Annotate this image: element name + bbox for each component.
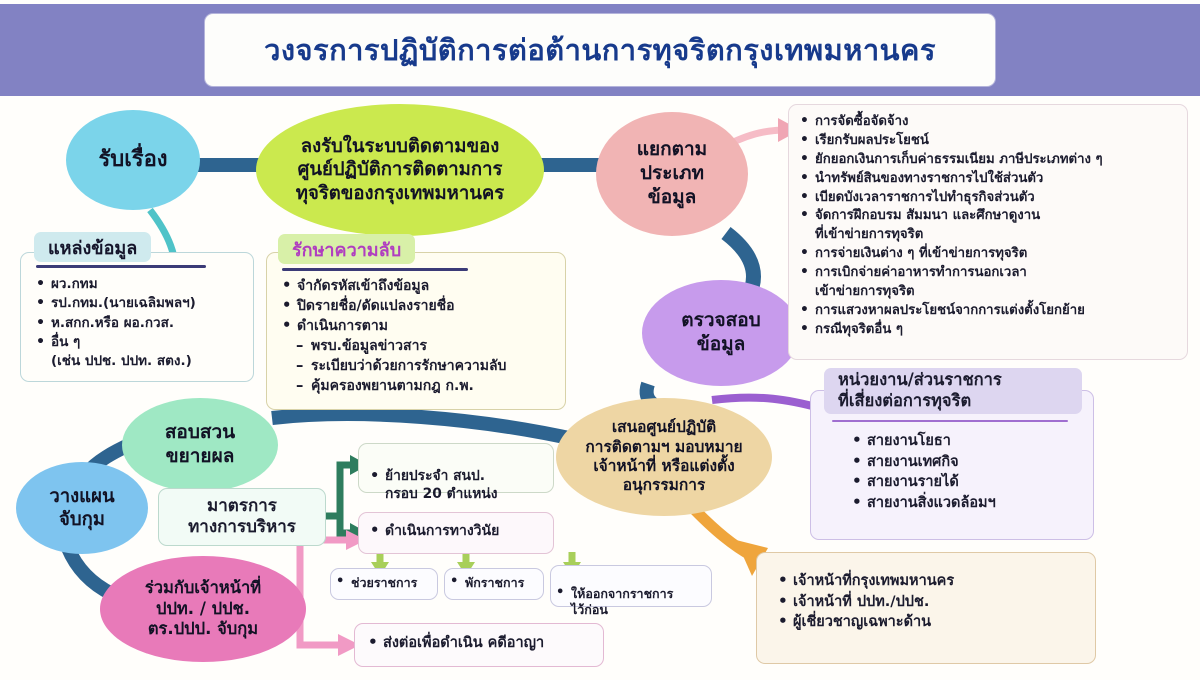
list-item: เจ้าหน้าที่ ปปท./ปปช.: [778, 592, 1088, 612]
node-assign-label: เสนอศูนย์ปฏิบัติ การติดตามฯ มอบหมาย เจ้า…: [585, 418, 743, 495]
list-item: สายงานโยธา: [852, 431, 1092, 451]
node-verify-label: ตรวจสอบ ข้อมูล: [681, 309, 761, 355]
list-item: การจัดซื้อจัดจ้าง: [800, 113, 1188, 131]
list-item: สายงานรายได้: [852, 472, 1092, 492]
box-admin-measures[interactable]: มาตรการ ทางการบริหาร: [158, 488, 326, 546]
card-corruption-types-list: การจัดซื้อจัดจ้าง เรียกรับผลประโยชน์ ยัก…: [800, 113, 1188, 341]
node-receive-label: รับเรื่อง: [98, 147, 168, 173]
card-risk-units-header: หน่วยงาน/ส่วนราชการ ที่เสี่ยงต่อการทุจริ…: [824, 368, 1082, 414]
box-criminal-case-list: ส่งต่อเพื่อดำเนิน คดีอาญา: [368, 633, 602, 655]
list-item: ให้ออกจากราชการ ไว้ก่อน: [556, 585, 712, 618]
node-verify[interactable]: ตรวจสอบ ข้อมูล: [642, 280, 800, 386]
node-plan-arrest[interactable]: วางแผน จับกุม: [16, 462, 148, 554]
list-item: เบียดบังเวลาราชการไปทำธุรกิจส่วนตัว: [800, 189, 1188, 207]
connector-plan-joint: [61, 545, 116, 601]
list-item: ดำเนินการตาม: [282, 317, 564, 336]
list-item: ผู้เชี่ยวชาญเฉพาะด้าน: [778, 612, 1088, 632]
list-item: อื่น ๆ: [36, 333, 244, 351]
list-item-continuation: ที่เข้าข่ายการทุจริต: [815, 227, 924, 243]
list-item: การแสวงหาผลประโยชน์จากการแต่งตั้งโยกย้าย: [800, 302, 1188, 320]
list-item: ยักยอกเงินการเก็บค่าธรรมเนียม ภาษีประเภท…: [800, 151, 1188, 169]
list-item: พรบ.ข้อมูลข่าวสาร: [282, 337, 564, 356]
list-item: ระเบียบว่าด้วยการรักษาความลับ: [282, 357, 564, 376]
node-joint-arrest-label: ร่วมกับเจ้าหน้าที่ ปปท. / ปปช. ตร.ปปป. จ…: [144, 578, 262, 639]
node-plan-arrest-label: วางแผน จับกุม: [49, 485, 115, 530]
card-risk-units-rule: [832, 420, 1068, 422]
node-assign[interactable]: เสนอศูนย์ปฏิบัติ การติดตามฯ มอบหมาย เจ้า…: [556, 398, 772, 516]
page-title: วงจรการปฏิบัติการต่อต้านการทุจริตกรุงเทพ…: [205, 14, 995, 86]
list-item: คุ้มครองพยานตามกฎ ก.พ.: [282, 377, 564, 396]
list-item: กรณีทุจริตอื่น ๆ: [800, 321, 1188, 339]
card-officers-list: เจ้าหน้าที่กรุงเทพมหานคร เจ้าหน้าที่ ปปท…: [778, 571, 1088, 634]
list-item: เรียกรับผลประโยชน์: [800, 132, 1188, 150]
card-confidential-header: รักษาความลับ: [278, 234, 416, 264]
list-item: การจ่ายเงินต่าง ๆ ที่เข้าข่ายการทุจริต: [800, 245, 1188, 263]
list-item: การเบิกจ่ายค่าอาหารทำการนอกเวลา: [800, 264, 1188, 282]
card-sources-list: ผว.กทม รป.กทม.(นายเฉลิมพลฯ) ห.สกก.หรือ ผ…: [36, 275, 244, 372]
card-sources-rule: [36, 265, 206, 268]
list-item: เจ้าหน้าที่กรุงเทพมหานคร: [778, 571, 1088, 591]
box-subaction-1-list: ช่วยราชการ: [336, 574, 440, 593]
card-sources-header: แหล่งข้อมูล: [34, 232, 152, 262]
box-transfer-list: ย้ายประจำ สนป. กรอบ 20 ตำแหน่ง: [370, 450, 552, 523]
card-confidential-rule: [282, 268, 468, 271]
list-item: สายงานเทศกิจ: [852, 452, 1092, 472]
list-item: ส่งต่อเพื่อดำเนิน คดีอาญา: [368, 633, 602, 653]
list-item: ดำเนินการทางวินัย: [370, 522, 552, 541]
card-risk-units-title: หน่วยงาน/ส่วนราชการ ที่เสี่ยงต่อการทุจริ…: [838, 370, 1002, 410]
list-item: สายงานสิ่งแวดล้อมฯ: [852, 493, 1092, 513]
card-sources-title: แหล่งข้อมูล: [48, 237, 138, 259]
card-confidential-list: จำกัดรหัสเข้าถึงข้อมูล ปิดรายชื่อ/ดัดแปล…: [282, 277, 564, 397]
card-confidential-title: รักษาความลับ: [292, 239, 402, 261]
list-item: จำกัดรหัสเข้าถึงข้อมูล: [282, 277, 564, 296]
node-register[interactable]: ลงรับในระบบติดตามของ ศูนย์ปฏิบัติการติดต…: [256, 104, 544, 236]
list-item: ผว.กทม: [36, 275, 244, 293]
box-subaction-2-list: พักราชการ: [450, 574, 546, 593]
card-sources-note: (เช่น ปปช. ปปท. สตง.): [51, 353, 192, 370]
node-joint-arrest[interactable]: ร่วมกับเจ้าหน้าที่ ปปท. / ปปช. ตร.ปปป. จ…: [100, 556, 306, 662]
box-admin-measures-label: มาตรการ ทางการบริหาร: [188, 495, 296, 537]
list-item-continuation: เข้าข่ายการทุจริต: [815, 284, 915, 300]
list-item: ห.สกก.หรือ ผอ.กวส.: [36, 314, 244, 332]
list-item: รป.กทม.(นายเฉลิมพลฯ): [36, 294, 244, 312]
node-investigate-label: สอบสวน ขยายผล: [164, 421, 236, 467]
list-item: ปิดรายชื่อ/ดัดแปลงรายชื่อ: [282, 297, 564, 316]
node-classify[interactable]: แยกตาม ประเภท ข้อมูล: [596, 112, 748, 236]
list-item: นำทรัพย์สินของทางราชการไปใช้ส่วนตัว: [800, 170, 1188, 188]
node-classify-label: แยกตาม ประเภท ข้อมูล: [636, 138, 708, 208]
node-register-label: ลงรับในระบบติดตามของ ศูนย์ปฏิบัติการติดต…: [295, 136, 505, 204]
list-item: ย้ายประจำ สนป. กรอบ 20 ตำแหน่ง: [370, 467, 552, 503]
node-receive[interactable]: รับเรื่อง: [66, 110, 200, 210]
list-item: ช่วยราชการ: [336, 574, 440, 591]
node-investigate[interactable]: สอบสวน ขยายผล: [122, 398, 278, 492]
page-title-text: วงจรการปฏิบัติการต่อต้านการทุจริตกรุงเทพ…: [264, 33, 936, 67]
connector-assign-investigate: [271, 407, 580, 447]
card-risk-units-list: สายงานโยธา สายงานเทศกิจ สายงานรายได้ สาย…: [852, 431, 1092, 514]
box-discipline-list: ดำเนินการทางวินัย: [370, 522, 552, 543]
list-item: พักราชการ: [450, 574, 546, 591]
list-item: จัดการฝึกอบรม สัมมนา และศึกษาดูงาน: [800, 207, 1188, 225]
box-subaction-3-list: ให้ออกจากราชการ ไว้ก่อน: [556, 570, 712, 635]
